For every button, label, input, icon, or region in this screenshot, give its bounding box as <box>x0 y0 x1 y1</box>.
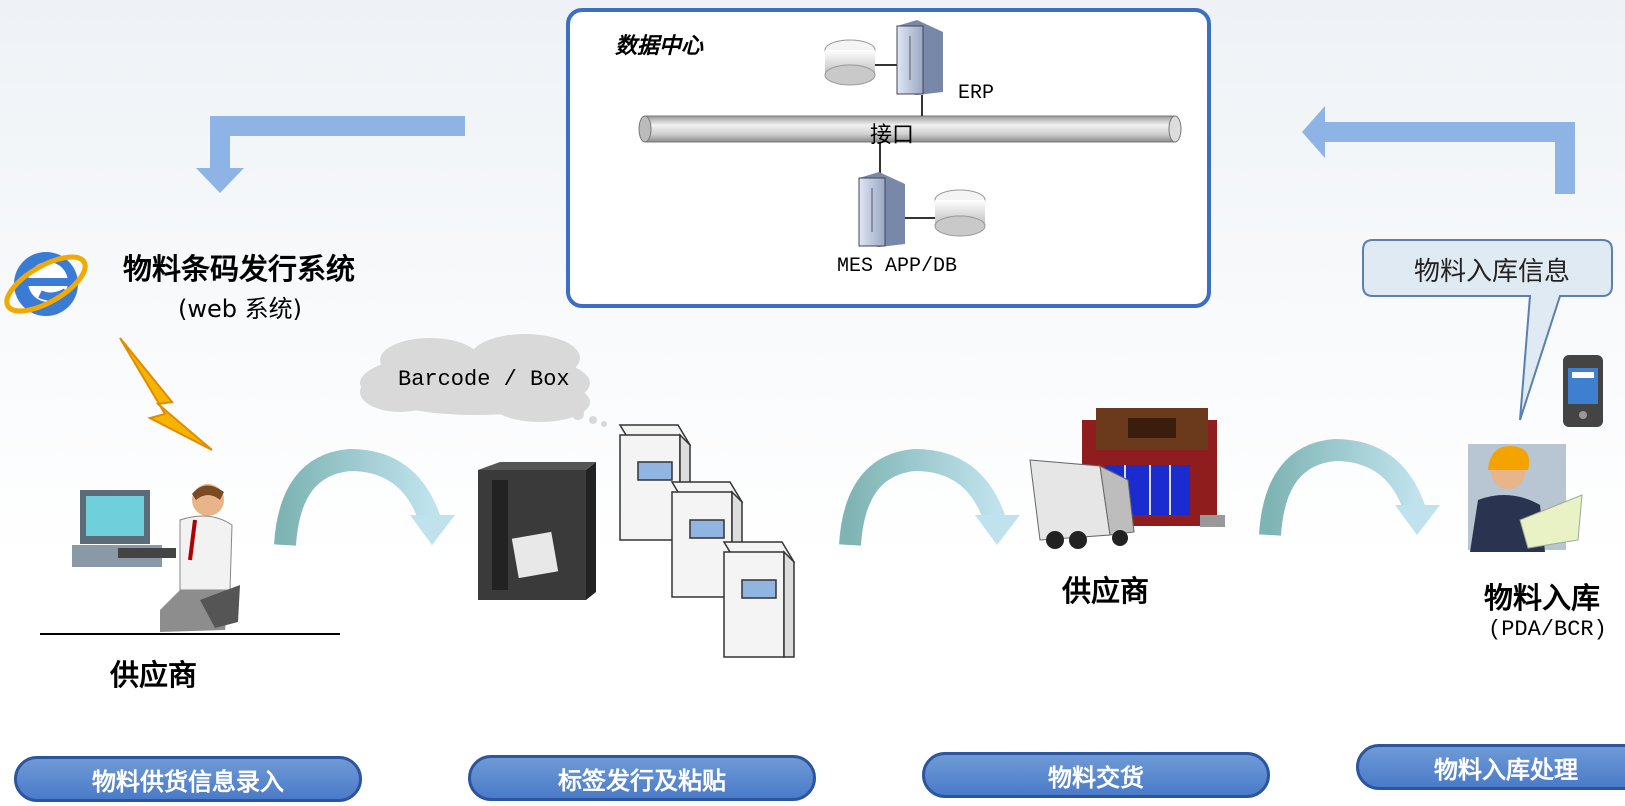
erp-server-icon <box>824 20 943 116</box>
step-supply-info-entry: 物料供货信息录入 <box>14 756 362 802</box>
internet-explorer-icon <box>4 252 88 316</box>
lightning-bolt-icon <box>119 337 213 451</box>
supplier-computer-user-icon <box>40 484 340 635</box>
supplier-left-label: 供应商 <box>110 658 198 692</box>
interface-label: 接口 <box>870 123 915 148</box>
speech-bubble <box>1362 239 1613 421</box>
mes-label: MES APP/DB <box>837 255 958 278</box>
labeled-boxes-icon <box>618 424 796 658</box>
curved-arrow-1 <box>274 448 455 546</box>
data-center-box <box>566 8 1211 308</box>
interface-pipe <box>638 115 1182 143</box>
mes-server-icon <box>858 142 986 247</box>
thought-cloud <box>360 334 607 427</box>
step-label-issue: 标签发行及粘贴 <box>468 755 816 801</box>
flow-arrow-left <box>196 116 465 193</box>
flow-arrow-right <box>1302 106 1575 194</box>
curved-arrow-3 <box>1259 438 1440 536</box>
speech-bubble-text: 物料入库信息 <box>1414 257 1571 287</box>
receiving-title: 物料入库 <box>1484 581 1601 615</box>
supplier-middle-label: 供应商 <box>1062 574 1150 608</box>
curved-arrow-2 <box>839 448 1020 546</box>
pda-device-icon <box>1563 355 1603 427</box>
erp-label: ERP <box>958 82 995 105</box>
data-center-title: 数据中心 <box>615 34 704 59</box>
delivery-truck-store-icon <box>1029 408 1225 549</box>
step-receiving-process: 物料入库处理 <box>1356 744 1625 790</box>
barcode-system-title: 物料条码发行系统 <box>123 252 356 286</box>
cloud-text: Barcode / Box <box>398 367 570 392</box>
step-material-delivery: 物料交货 <box>922 752 1270 798</box>
label-printer-icon <box>478 462 596 600</box>
warehouse-worker-icon <box>1468 444 1583 552</box>
receiving-subtitle: (PDA/BCR) <box>1488 617 1607 642</box>
barcode-system-subtitle: (web 系统) <box>178 295 302 323</box>
